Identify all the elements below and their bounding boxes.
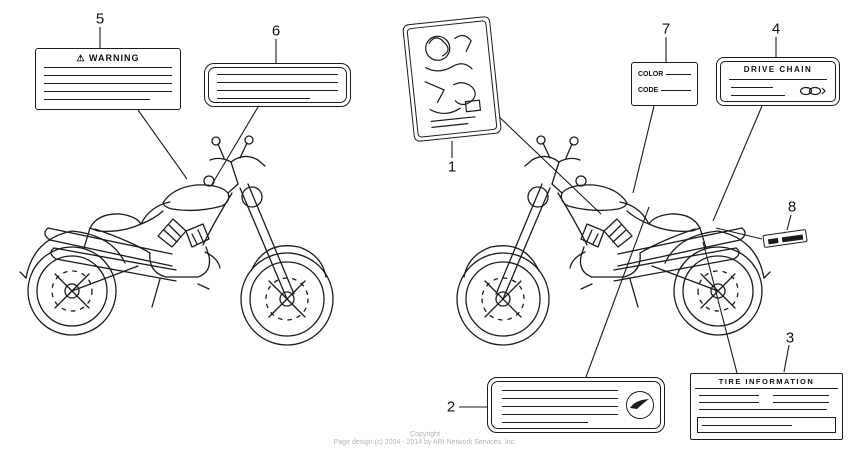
text-line — [217, 74, 338, 75]
text-line — [702, 425, 792, 426]
callout-7[interactable]: 7 — [661, 20, 671, 38]
text-line — [502, 390, 618, 391]
footer-line-1: Copyright — [410, 431, 440, 438]
text-blob — [781, 234, 804, 243]
text-line — [217, 98, 310, 99]
text-line — [731, 95, 785, 96]
text-blob — [767, 237, 779, 245]
code-label-text: CODE — [638, 87, 659, 94]
text-line — [44, 75, 172, 76]
text-line — [699, 402, 759, 403]
drive-chain-label: DRIVE CHAIN — [716, 57, 840, 106]
text-line — [502, 422, 588, 423]
small-chain-tag — [762, 229, 808, 248]
text-line — [773, 402, 829, 403]
callout-6[interactable]: 6 — [271, 22, 281, 40]
text-line — [695, 388, 838, 389]
callout-3[interactable]: 3 — [785, 329, 795, 347]
motorcycle-right-view — [456, 135, 771, 346]
caution-pictograms — [424, 34, 482, 128]
text-line — [44, 83, 172, 84]
callout-1[interactable]: 1 — [447, 158, 457, 176]
text-line — [502, 406, 618, 407]
warning-label: ⚠ WARNING — [35, 48, 181, 110]
footer-line-2: Page design (c) 2004 - 2014 by ARI Netwo… — [333, 439, 517, 447]
text-line — [731, 87, 773, 88]
callout-8[interactable]: 8 — [787, 198, 797, 216]
tire-information-label: TIRE INFORMATION — [690, 373, 843, 440]
caution-label-6 — [204, 63, 351, 107]
footer-copyright: Copyright Page design (c) 2004 - 2014 by… — [0, 431, 850, 448]
callout-5[interactable]: 5 — [95, 10, 105, 28]
callout-2[interactable]: 2 — [446, 398, 456, 416]
text-line — [699, 409, 827, 410]
honda-wing-icon — [630, 399, 649, 409]
battery-caution-label — [402, 15, 502, 143]
text-line — [666, 74, 691, 75]
text-line — [729, 79, 827, 80]
warning-label-title: ⚠ WARNING — [76, 53, 140, 63]
drive-chain-title: DRIVE CHAIN — [743, 65, 813, 74]
motorcycle-left-view — [19, 135, 334, 346]
text-line — [502, 398, 618, 399]
text-line — [44, 67, 172, 68]
chain-link-icon — [799, 86, 826, 96]
text-line — [502, 414, 618, 415]
text-line — [699, 395, 759, 396]
callout-4[interactable]: 4 — [771, 20, 781, 38]
tire-info-table-box — [697, 417, 836, 433]
text-line — [44, 99, 150, 100]
color-code-label: COLOR CODE — [631, 62, 698, 106]
color-label-text: COLOR — [638, 71, 664, 78]
text-line — [44, 91, 172, 92]
text-line — [217, 90, 338, 91]
tire-information-title: TIRE INFORMATION — [718, 377, 815, 386]
frame-label — [487, 377, 665, 433]
wing-logo-badge — [626, 391, 654, 419]
text-line — [773, 395, 829, 396]
text-line — [661, 90, 691, 91]
text-line — [217, 82, 338, 83]
